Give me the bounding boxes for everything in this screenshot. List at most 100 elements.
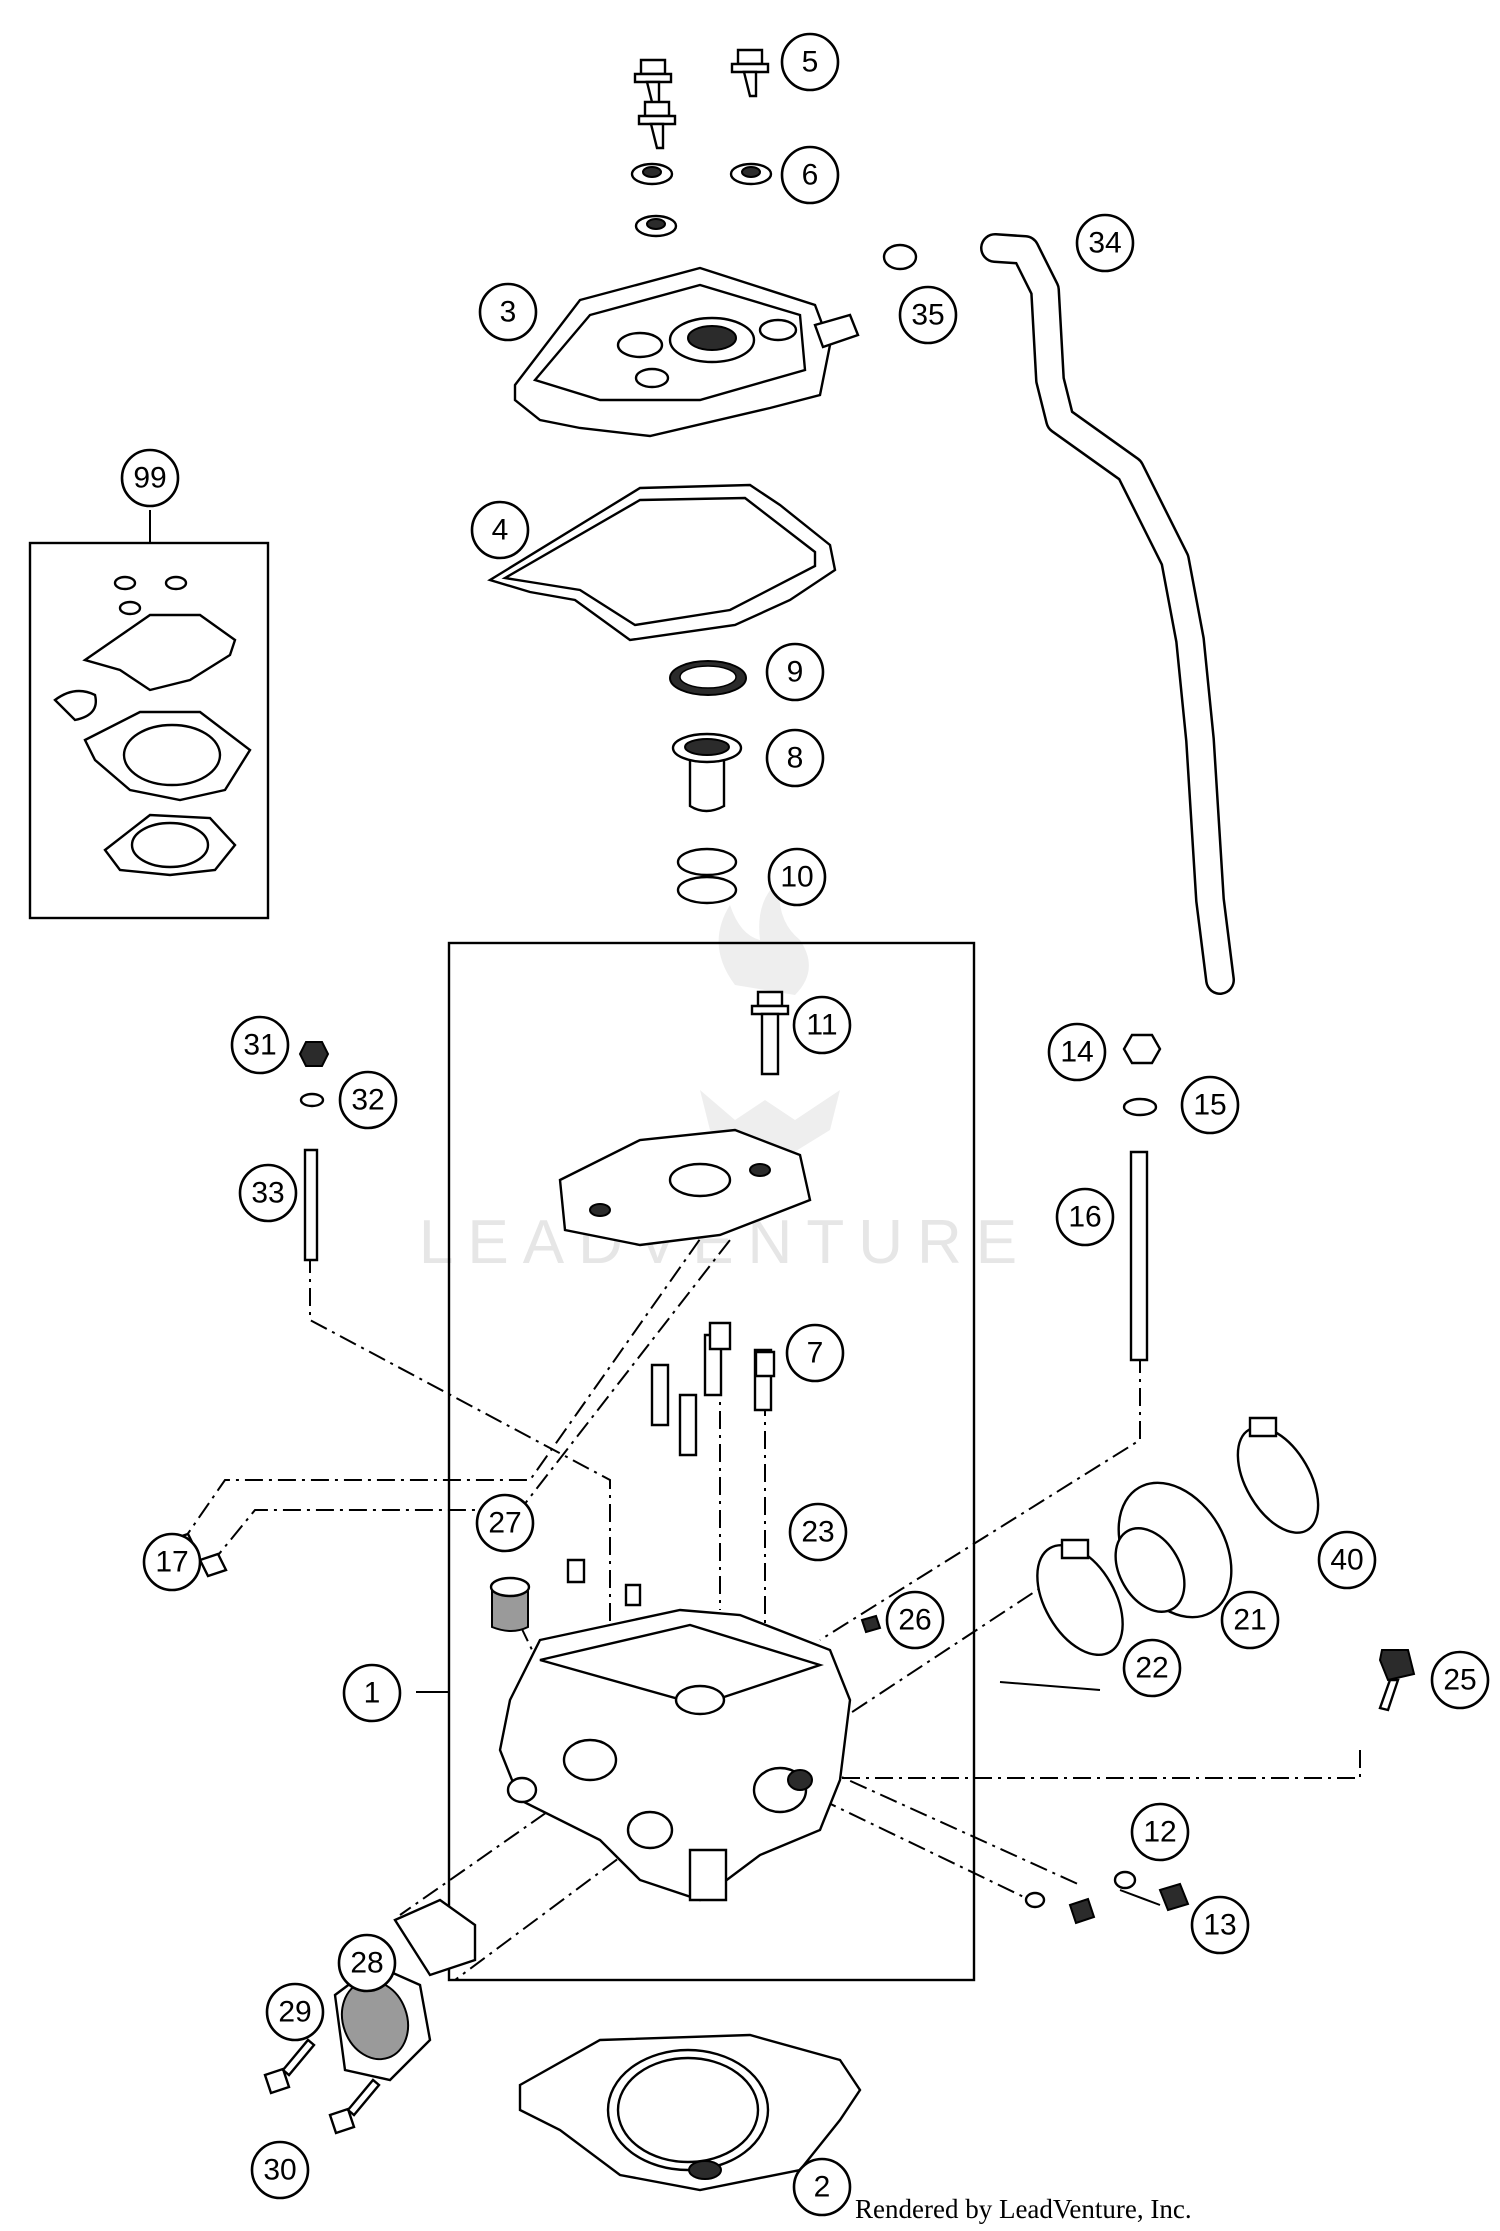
callout-22[interactable]: 22 — [1122, 1638, 1182, 1698]
cylinder-head-gasket — [518, 2033, 862, 2192]
callout-28[interactable]: 28 — [337, 1933, 397, 1993]
svg-text:12: 12 — [1143, 1816, 1176, 1849]
svg-text:30: 30 — [263, 2154, 296, 2187]
callout-3[interactable]: 3 — [478, 282, 538, 342]
callout-12[interactable]: 12 — [1130, 1802, 1190, 1862]
svg-text:15: 15 — [1193, 1089, 1226, 1122]
spark-plug-seal — [669, 660, 747, 696]
stud-washer-right — [1122, 1097, 1158, 1117]
callout-40[interactable]: 40 — [1317, 1530, 1377, 1590]
sealing-washer — [1113, 1870, 1137, 1890]
cylinder-head — [498, 1608, 852, 1902]
svg-text:40: 40 — [1330, 1544, 1363, 1577]
svg-text:8: 8 — [787, 742, 804, 775]
svg-text:13: 13 — [1203, 1909, 1236, 1942]
callout-31[interactable]: 31 — [230, 1015, 290, 1075]
svg-text:11: 11 — [806, 1009, 837, 1042]
callout-99[interactable]: 99 — [120, 448, 180, 508]
callout-7[interactable]: 7 — [785, 1323, 845, 1383]
spark-plug-sleeve — [489, 1576, 531, 1632]
svg-text:26: 26 — [898, 1604, 931, 1637]
callout-17[interactable]: 17 — [142, 1532, 202, 1592]
svg-text:22: 22 — [1135, 1652, 1168, 1685]
stud-left — [303, 1148, 319, 1262]
exhaust-bolts — [263, 2038, 381, 2135]
callout-5[interactable]: 5 — [780, 32, 840, 92]
gasket-set — [53, 575, 252, 877]
intake-clamp-22 — [1036, 1538, 1124, 1657]
svg-text:16: 16 — [1068, 1201, 1101, 1234]
svg-text:3: 3 — [500, 296, 517, 329]
callout-6[interactable]: 6 — [780, 145, 840, 205]
callout-16[interactable]: 16 — [1055, 1187, 1115, 1247]
svg-text:28: 28 — [350, 1947, 383, 1980]
valve-cover-bolts — [633, 48, 770, 150]
svg-text:35: 35 — [911, 299, 944, 332]
leader-lines — [149, 510, 1161, 1906]
cylinder-head-box — [447, 941, 976, 1982]
svg-text:31: 31 — [243, 1029, 276, 1062]
svg-text:5: 5 — [802, 46, 819, 79]
callout-34[interactable]: 34 — [1075, 213, 1135, 273]
breather-hose — [980, 233, 1235, 995]
callout-35[interactable]: 35 — [898, 285, 958, 345]
svg-text:17: 17 — [155, 1546, 188, 1579]
camshaft-bridge — [558, 1128, 812, 1247]
screw-plug — [1158, 1882, 1190, 1912]
callout-4[interactable]: 4 — [470, 500, 530, 560]
svg-text:7: 7 — [807, 1337, 824, 1370]
svg-text:34: 34 — [1088, 227, 1121, 260]
callout-8[interactable]: 8 — [765, 728, 825, 788]
callout-27[interactable]: 27 — [475, 1493, 535, 1553]
dowel-pins — [566, 1321, 776, 1607]
svg-text:9: 9 — [787, 656, 804, 689]
callout-29[interactable]: 29 — [265, 1982, 325, 2042]
exhaust-flange-gasket — [393, 1898, 477, 1977]
callout-26[interactable]: 26 — [885, 1590, 945, 1650]
callout-9[interactable]: 9 — [765, 642, 825, 702]
camshaft-bolt — [750, 990, 790, 1076]
callout-10[interactable]: 10 — [767, 847, 827, 907]
callout-25[interactable]: 25 — [1430, 1650, 1490, 1710]
stud-nut — [298, 1041, 330, 1067]
washer-lower — [1024, 1891, 1046, 1909]
hose-clip — [882, 243, 918, 271]
valve-cover — [513, 266, 860, 438]
intake-clamp-40 — [1236, 1416, 1320, 1534]
svg-text:10: 10 — [780, 861, 813, 894]
callout-23[interactable]: 23 — [788, 1502, 848, 1562]
spark-plug-tube — [671, 732, 743, 813]
callout-11[interactable]: 11 — [792, 995, 852, 1055]
cover-grommets — [630, 162, 773, 238]
svg-text:33: 33 — [251, 1177, 284, 1210]
svg-text:4: 4 — [492, 514, 509, 547]
callout-30[interactable]: 30 — [250, 2140, 310, 2200]
svg-text:1: 1 — [364, 1677, 381, 1710]
svg-text:29: 29 — [278, 1996, 311, 2029]
render-credit: Rendered by LeadVenture, Inc. — [855, 2194, 1192, 2224]
intake-connector-21 — [1114, 1481, 1233, 1619]
callout-33[interactable]: 33 — [238, 1163, 298, 1223]
callout-2[interactable]: 2 — [792, 2157, 852, 2217]
callouts: 5 6 3 34 35 99 4 9 8 10 11 31 32 33 14 1… — [120, 32, 1490, 2217]
svg-text:27: 27 — [488, 1507, 521, 1540]
svg-text:32: 32 — [351, 1084, 384, 1117]
svg-text:99: 99 — [133, 462, 166, 495]
svg-text:14: 14 — [1060, 1036, 1093, 1069]
stud-right — [1129, 1150, 1149, 1362]
callout-32[interactable]: 32 — [338, 1070, 398, 1130]
plug-lower — [1068, 1897, 1096, 1925]
o-rings — [676, 847, 738, 905]
callout-1[interactable]: 1 — [342, 1663, 402, 1723]
callout-21[interactable]: 21 — [1220, 1590, 1280, 1650]
valve-guides — [650, 1333, 773, 1457]
plug-screw — [860, 1614, 882, 1634]
valve-cover-gasket — [487, 483, 837, 642]
svg-text:23: 23 — [801, 1516, 834, 1549]
callout-14[interactable]: 14 — [1047, 1022, 1107, 1082]
callout-15[interactable]: 15 — [1180, 1075, 1240, 1135]
stud-nut-right — [1122, 1033, 1162, 1065]
callout-13[interactable]: 13 — [1190, 1895, 1250, 1955]
svg-text:21: 21 — [1233, 1604, 1266, 1637]
